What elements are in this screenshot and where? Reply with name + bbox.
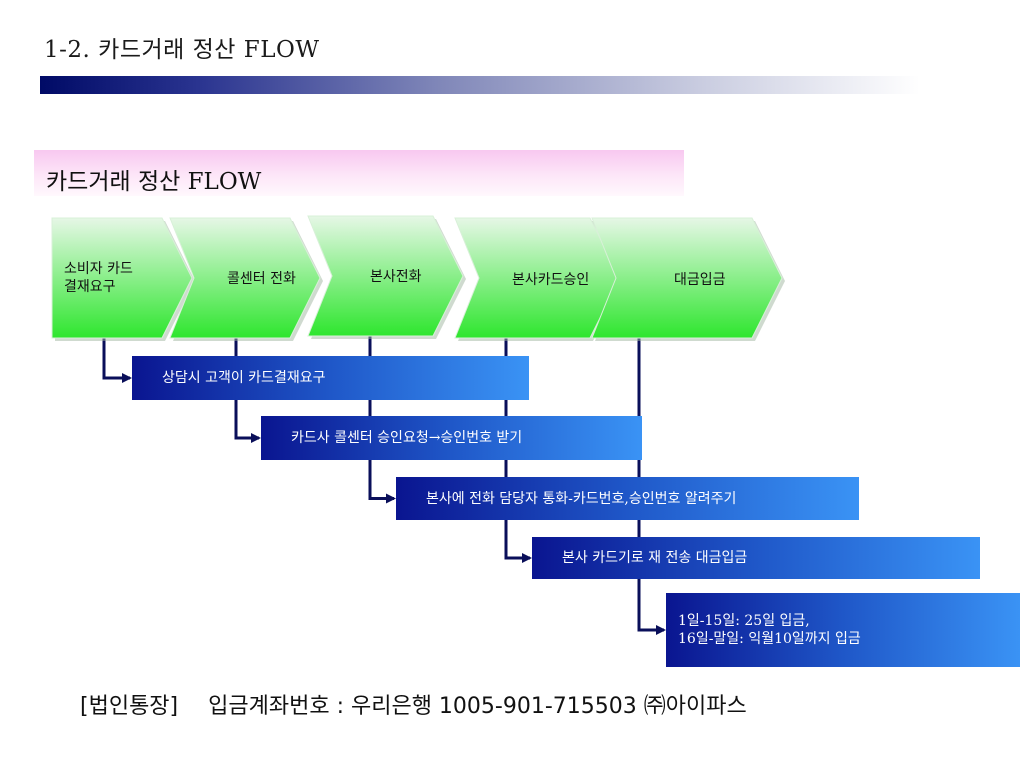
step-label-line: 본사전화 [370, 269, 422, 285]
description-line: 1일-15일: 25일 입금, [678, 613, 810, 629]
step-chevron-1 [51, 217, 193, 339]
description-line: 상담시 고객이 카드결재요구 [162, 370, 326, 386]
step-label-line: 대금입금 [674, 272, 726, 288]
footer-label: [법인통장] [80, 694, 179, 719]
description-line: 본사 카드기로 재 전송 대금입금 [562, 550, 748, 566]
footer-text: 입금계좌번호 : 우리은행 1005-901-715503 ㈜아이파스 [208, 694, 747, 719]
connector-arrow-1 [102, 336, 132, 383]
step-label-3: 본사전화 [370, 268, 422, 286]
step-label-5: 대금입금 [674, 271, 726, 289]
step-label-line: 콜센터 전화 [227, 271, 296, 287]
step-chevron-5 [591, 217, 783, 339]
footer-account-info: [법인통장] 입금계좌번호 : 우리은행 1005-901-715503 ㈜아이파… [80, 688, 747, 720]
slide-title: 1-2. 카드거래 정산 FLOW [44, 37, 320, 63]
section-title: 카드거래 정산 FLOW [46, 169, 262, 195]
step-chevron-4 [454, 217, 621, 339]
step-label-2: 콜센터 전화 [227, 270, 296, 288]
chevron-group [51, 215, 785, 341]
description-box-1: 상담시 고객이 카드결재요구 [132, 356, 529, 400]
description-box-2: 카드사 콜센터 승인요청→승인번호 받기 [261, 416, 642, 460]
title-gradient-bar [40, 76, 920, 94]
description-box-3: 본사에 전화 담당자 통화-카드번호,승인번호 알려주기 [396, 477, 859, 520]
description-line: 카드사 콜센터 승인요청→승인번호 받기 [291, 430, 523, 446]
step-chevron-3 [307, 215, 464, 337]
step-label-line: 본사카드승인 [512, 272, 590, 288]
step-label-line: 소비자 카드 [64, 261, 133, 277]
step-chevron-2 [169, 217, 321, 339]
description-line: 본사에 전화 담당자 통화-카드번호,승인번호 알려주기 [426, 490, 737, 507]
description-box-5: 1일-15일: 25일 입금, 16일-말일: 익월10일까지 입금 [666, 593, 1020, 667]
description-box-4: 본사 카드기로 재 전송 대금입금 [532, 537, 980, 579]
connector-arrow-4 [504, 336, 532, 563]
description-line: 16일-말일: 익월10일까지 입금 [678, 631, 861, 647]
step-label-line: 결재요구 [64, 279, 116, 295]
step-label-4: 본사카드승인 [512, 271, 589, 289]
section-header: 카드거래 정산 FLOW [34, 150, 684, 196]
